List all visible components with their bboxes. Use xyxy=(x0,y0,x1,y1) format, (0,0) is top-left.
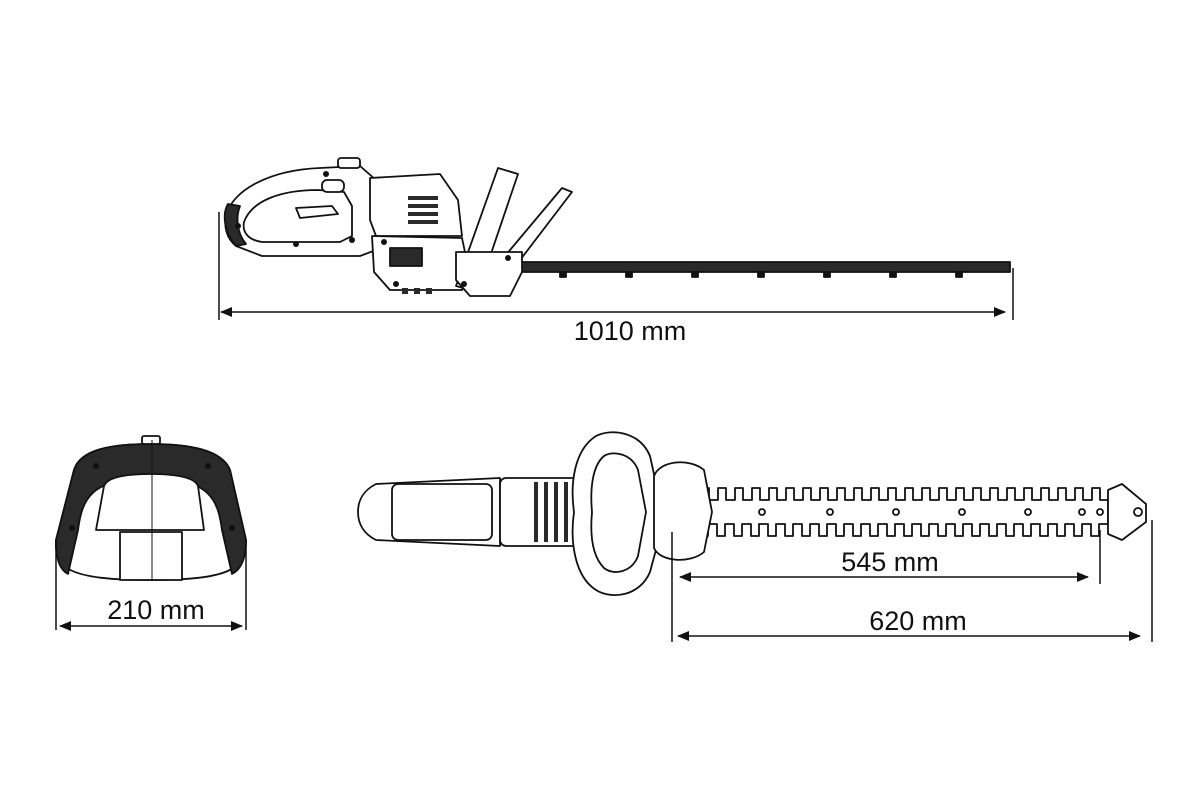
blade-bolt xyxy=(889,271,897,278)
label-cutting-length: 545 mm xyxy=(841,547,939,577)
blade-bolt xyxy=(691,271,699,278)
top-knob xyxy=(337,157,361,169)
front-battery xyxy=(119,531,183,581)
blade-top xyxy=(659,487,1109,537)
battery-feet xyxy=(402,288,432,294)
dimension-overall xyxy=(218,212,1014,320)
blade-bolt xyxy=(823,271,831,278)
top-battery xyxy=(391,483,493,541)
top-view xyxy=(357,431,1147,597)
blade-bolts xyxy=(559,271,963,278)
blade-tip xyxy=(1107,483,1147,541)
front-window xyxy=(95,473,205,531)
screws xyxy=(235,171,511,287)
dimension-blade xyxy=(671,520,1153,642)
blade-side xyxy=(499,261,1011,278)
top-guard xyxy=(653,461,713,561)
top-motor xyxy=(499,477,585,547)
blade-hole xyxy=(1024,508,1032,516)
trigger xyxy=(295,205,339,219)
blade-bolt xyxy=(757,271,765,278)
front-top-knob xyxy=(141,435,161,445)
blade-hole xyxy=(1078,508,1086,516)
blade-hole xyxy=(758,508,766,516)
blade-bolt xyxy=(955,271,963,278)
front-view xyxy=(54,435,247,581)
blade-hole xyxy=(892,508,900,516)
vent-slots xyxy=(408,196,438,224)
blade-bolt xyxy=(559,271,567,278)
battery-label xyxy=(389,247,423,267)
blade-hole xyxy=(826,508,834,516)
label-width: 210 mm xyxy=(107,595,205,625)
gearbox xyxy=(455,251,523,297)
label-overall-length: 1010 mm xyxy=(574,316,687,346)
front-screws xyxy=(69,463,235,531)
top-front-handle-inner xyxy=(590,452,647,573)
rear-handle-grip-opening xyxy=(242,189,353,243)
blade-hole xyxy=(958,508,966,516)
blade-tip-hole xyxy=(1133,507,1143,517)
label-blade-length: 620 mm xyxy=(869,606,967,636)
dimension-width xyxy=(55,540,247,631)
rear-button xyxy=(321,179,345,193)
side-view xyxy=(223,157,1011,297)
blade-hole xyxy=(1096,508,1104,516)
top-fins xyxy=(534,482,568,542)
blade-bolt xyxy=(625,271,633,278)
